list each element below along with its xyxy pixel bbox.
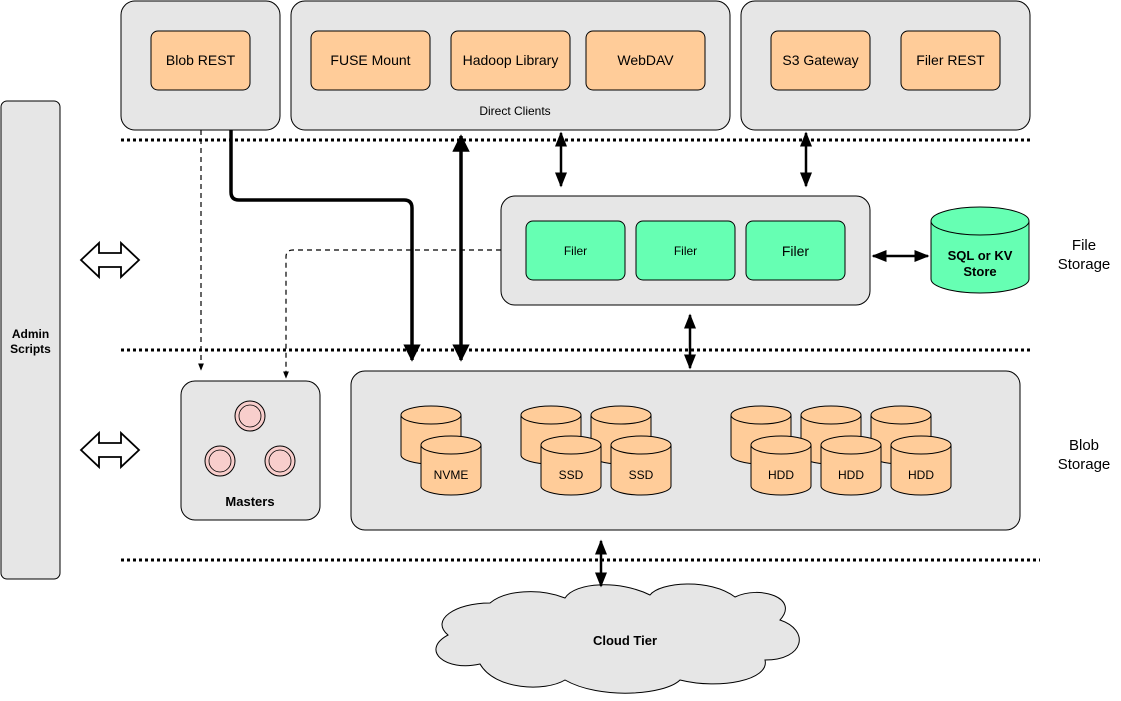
sql-kv-store: SQL or KV Store: [930, 206, 1030, 294]
fuse-mount-node: [310, 30, 431, 91]
s3-gateway-label: S3 Gateway: [782, 52, 858, 68]
ssd-cylinder-1: SSD: [540, 435, 602, 496]
webdav-node: [585, 30, 706, 91]
admin-label-line1: Admin: [12, 327, 49, 341]
direct-clients-label: Direct Clients: [479, 104, 550, 118]
store-label-line1: SQL or KV: [948, 248, 1013, 263]
masters-group: Masters: [180, 380, 321, 521]
blob-rest-node: [150, 30, 251, 91]
hdd-label-2: HDD: [838, 468, 864, 482]
admin-label-line2: Scripts: [10, 342, 51, 356]
store-label-line2: Store: [963, 264, 996, 279]
admin-file-hollow-arrow: [79, 240, 141, 280]
file-storage-label-line2: Storage: [1058, 256, 1111, 273]
hdd-label-3: HDD: [908, 468, 934, 482]
blob-storage-group: NVME SSD SSD: [350, 370, 1021, 531]
filer-rest-node: [900, 30, 1001, 91]
blob-rest-group: Blob REST: [120, 0, 281, 131]
filer-label-2: Filer: [674, 244, 697, 258]
nvme-cylinder: NVME: [420, 435, 482, 496]
hadoop-library-node: [450, 30, 571, 91]
filer-label-1: Filer: [564, 244, 587, 258]
blob-storage-label-line1: Blob: [1069, 437, 1099, 454]
hdd-cylinder-1: HDD: [750, 435, 812, 496]
admin-blob-hollow-arrow: [79, 430, 141, 470]
blob-rest-label: Blob REST: [166, 52, 236, 68]
hadoop-library-label: Hadoop Library: [463, 52, 559, 68]
masters-label: Masters: [225, 494, 274, 509]
direct-clients-group: FUSE Mount Hadoop Library WebDAV Direct …: [290, 0, 731, 131]
fuse-mount-label: FUSE Mount: [330, 52, 410, 68]
ssd-cylinder-2: SSD: [610, 435, 672, 496]
webdav-label: WebDAV: [617, 52, 674, 68]
filer-to-masters-dashed: [283, 249, 501, 379]
cloud-tier: Cloud Tier: [435, 583, 800, 694]
admin-scripts: Admin Scripts: [0, 100, 61, 580]
filer-rest-label: Filer REST: [916, 52, 985, 68]
hdd-label-1: HDD: [768, 468, 794, 482]
blob-storage-label-line2: Storage: [1058, 456, 1111, 473]
s3-gateway-node: [770, 30, 871, 91]
filer-node-2: [635, 220, 736, 281]
gateway-group: S3 Gateway Filer REST: [740, 0, 1031, 131]
filer-node-3: [745, 220, 846, 281]
cloud-tier-label: Cloud Tier: [593, 633, 657, 648]
file-storage-label-line1: File: [1072, 237, 1096, 254]
nvme-label: NVME: [434, 468, 469, 482]
filer-group: Filer Filer Filer: [500, 195, 871, 306]
filer-label-3: Filer: [782, 243, 810, 259]
hdd-cylinder-3: HDD: [890, 435, 952, 496]
hdd-cylinder-2: HDD: [820, 435, 882, 496]
ssd-label-1: SSD: [559, 468, 584, 482]
blob-rest-to-storage-arrow: [229, 130, 421, 362]
filer-node-1: [525, 220, 626, 281]
ssd-label-2: SSD: [629, 468, 654, 482]
